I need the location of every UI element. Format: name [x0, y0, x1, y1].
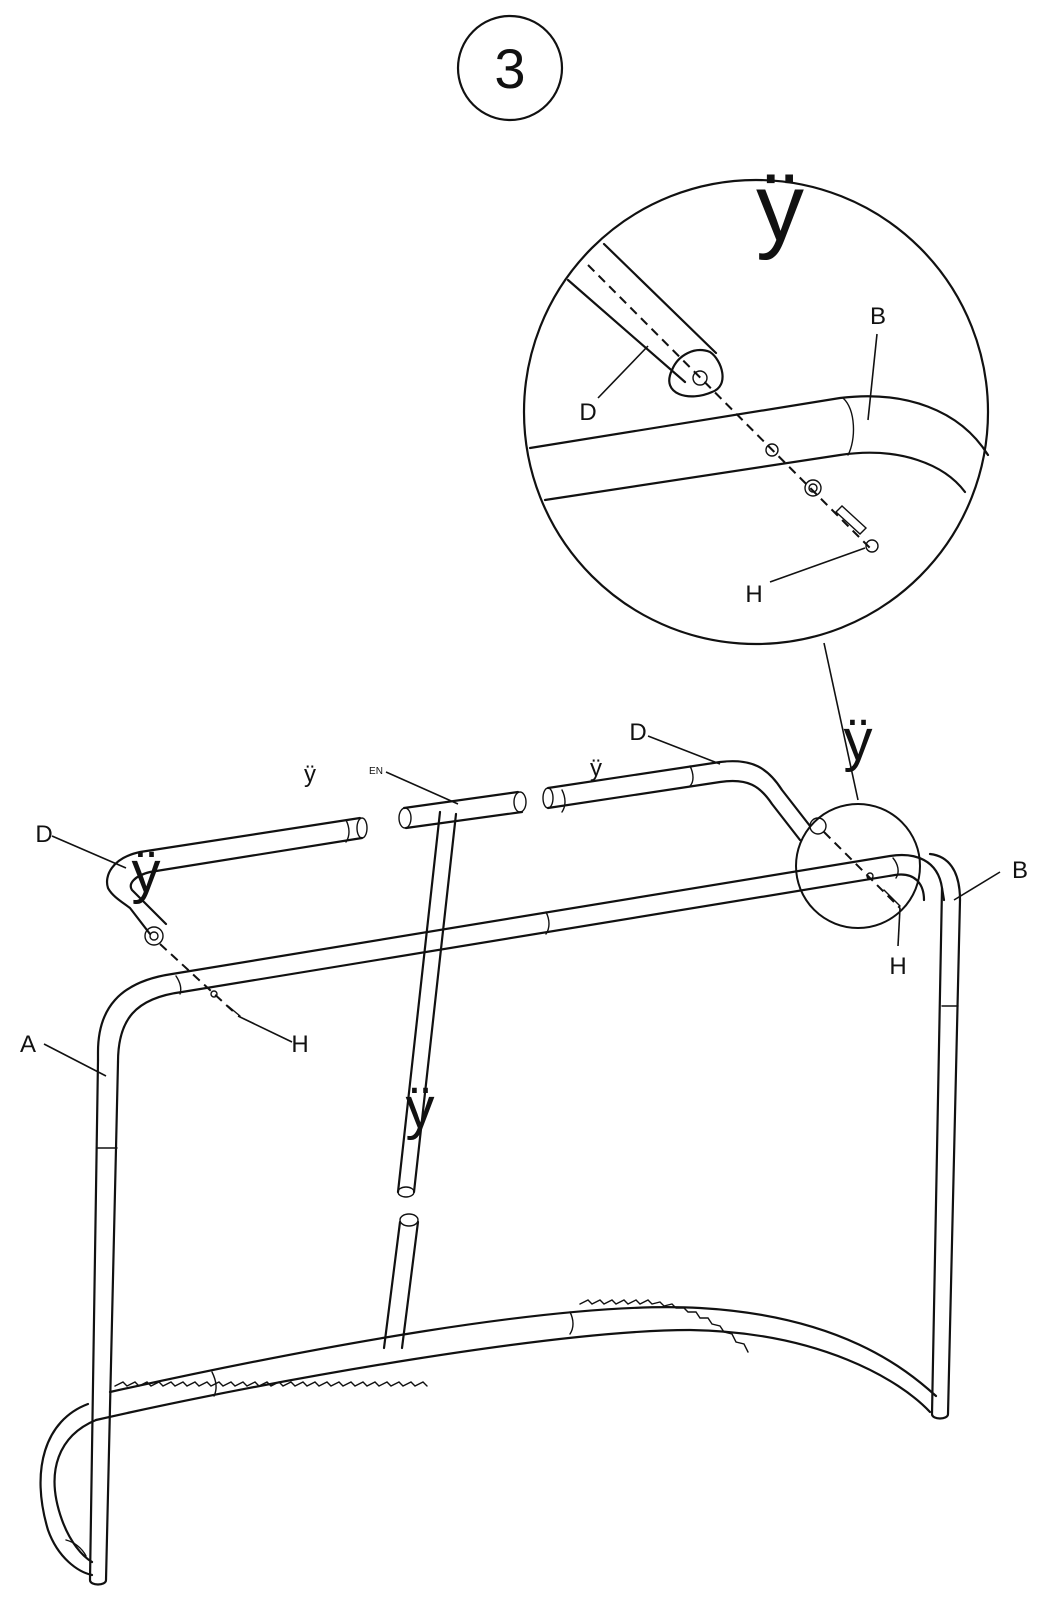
goal-frame: [39, 852, 962, 1586]
t-connector: [398, 790, 527, 830]
label-b-detail: B: [870, 303, 886, 330]
label-h-left: H: [291, 1031, 308, 1058]
label-h-right: H: [889, 953, 906, 980]
step-badge: 3: [456, 14, 564, 122]
leader-lines: [43, 735, 1001, 1077]
step-number: 3: [494, 37, 525, 100]
joint-highlight-circle: [795, 803, 921, 929]
y-mark-left-corner: ÿ: [132, 840, 161, 905]
label-d-left: D: [35, 821, 52, 848]
label-a: A: [20, 1031, 36, 1058]
left-d-tube: [105, 816, 368, 1017]
label-b-main: B: [1012, 857, 1028, 884]
support-post: [382, 810, 458, 1350]
label-en: EN: [369, 766, 383, 777]
y-mark-post: ÿ: [406, 1076, 435, 1141]
y-mark-joint: ÿ: [844, 708, 873, 773]
detail-magnifier: [522, 178, 990, 801]
y-mark-detail: ÿ: [756, 154, 804, 261]
y-mark-right-tube: ÿ: [590, 755, 602, 782]
label-d-detail: D: [579, 399, 596, 426]
label-h-detail: H: [745, 581, 762, 608]
right-d-tube: [542, 760, 901, 909]
label-d-right: D: [629, 719, 646, 746]
part-labels: ÿ B D H ÿ D ÿ ÿ EN D ÿ B H A H ÿ: [20, 154, 1028, 1141]
y-mark-left-tube: ÿ: [304, 761, 316, 788]
